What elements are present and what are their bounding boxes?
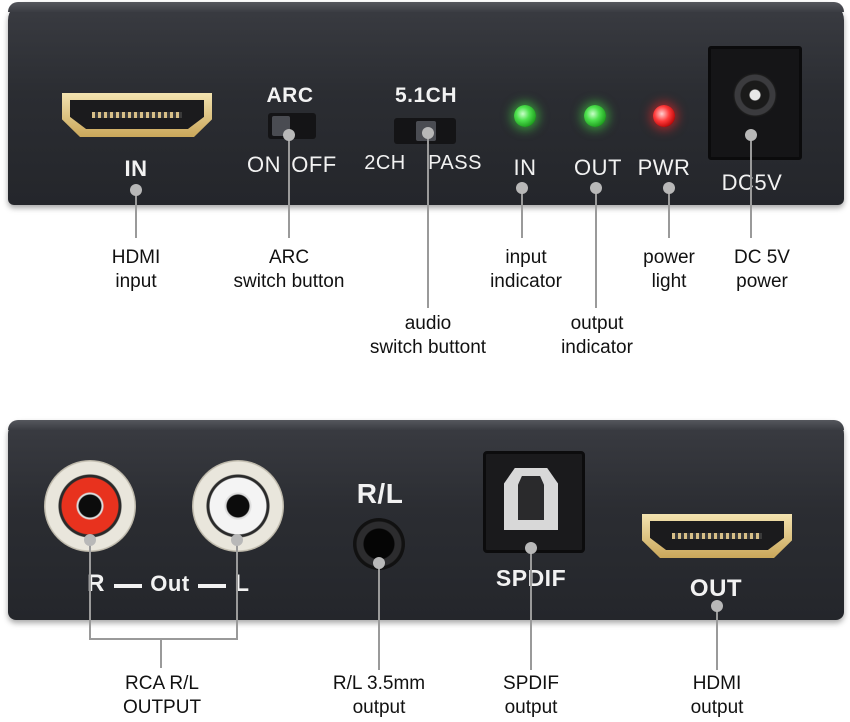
rl-callout-line bbox=[378, 563, 380, 670]
rca-l-callout-dot bbox=[231, 534, 243, 546]
hdmi-output-callout-dot bbox=[711, 600, 723, 612]
hdmi-input-pins bbox=[92, 112, 182, 118]
input-indicator-callout-line bbox=[521, 188, 523, 238]
rl-output-callout: R/L 3.5mm output bbox=[332, 673, 426, 718]
rca-output-callout: RCA R/L OUTPUT bbox=[122, 673, 202, 718]
output-indicator-led bbox=[584, 105, 606, 127]
dc-power-callout: DC 5V power bbox=[734, 247, 790, 292]
hdmi-input-port[interactable] bbox=[62, 93, 212, 137]
arc-callout-line bbox=[288, 135, 290, 238]
input-indicator-led bbox=[514, 105, 536, 127]
hdmi-output-port[interactable] bbox=[642, 514, 792, 558]
spdif-port-shape bbox=[504, 468, 558, 530]
dc-power-callout-line bbox=[750, 135, 752, 238]
spdif-callout-line bbox=[530, 548, 532, 670]
power-light-callout: power light bbox=[643, 247, 695, 292]
rca-l-label: L bbox=[234, 570, 250, 597]
led-pwr-label: PWR bbox=[637, 155, 691, 180]
spdif-output-callout: SPDIF output bbox=[503, 673, 559, 718]
hdmi-input-callout-line bbox=[135, 190, 137, 238]
input-indicator-callout: input indicator bbox=[490, 247, 562, 292]
hdmi-input-callout: HDMI input bbox=[111, 247, 161, 292]
arc-on-label: ON bbox=[247, 152, 281, 177]
power-indicator-led bbox=[653, 105, 675, 127]
audio-switch-callout: audio switch buttont bbox=[369, 313, 487, 358]
rca-r-label: R bbox=[87, 570, 105, 597]
hdmi-output-callout: HDMI output bbox=[690, 673, 744, 718]
hdmi-out-label: OUT bbox=[689, 575, 743, 602]
spdif-optical-port[interactable] bbox=[483, 451, 585, 553]
rl-label: R/L bbox=[356, 478, 404, 509]
power-light-callout-dot bbox=[663, 182, 675, 194]
rca-r-callout-dot bbox=[84, 534, 96, 546]
hdmi-input-port-cavity bbox=[70, 100, 204, 129]
dc-label: DC5V bbox=[721, 170, 783, 195]
rca-r-callout-line bbox=[89, 540, 91, 640]
arc-switch-callout: ARC switch button bbox=[233, 247, 345, 292]
rca-callout-stem bbox=[160, 638, 162, 668]
dc-power-jack[interactable] bbox=[708, 46, 802, 160]
hdmi-input-callout-dot bbox=[130, 184, 142, 196]
audio-callout-line bbox=[427, 133, 429, 308]
audio-callout-dot bbox=[422, 127, 434, 139]
input-indicator-callout-dot bbox=[516, 182, 528, 194]
rl-callout-dot bbox=[373, 557, 385, 569]
power-light-callout-line bbox=[668, 188, 670, 238]
rca-l-callout-line bbox=[236, 540, 238, 640]
rca-label-dash-right bbox=[198, 584, 226, 588]
rca-label-dash-left bbox=[114, 584, 142, 588]
audio-2ch-label: 2CH bbox=[364, 152, 406, 174]
rca-callout-bracket bbox=[89, 638, 238, 640]
audio-mode-label: 5.1CH bbox=[394, 84, 458, 107]
led-in-label: IN bbox=[513, 155, 537, 180]
dc-power-callout-dot bbox=[745, 129, 757, 141]
led-out-label: OUT bbox=[574, 155, 622, 180]
hdmi-in-label: IN bbox=[124, 156, 148, 181]
output-indicator-callout-line bbox=[595, 188, 597, 308]
spdif-callout-dot bbox=[525, 542, 537, 554]
dc-jack-socket bbox=[733, 73, 777, 117]
arc-off-label: OFF bbox=[291, 152, 337, 177]
output-indicator-callout-dot bbox=[590, 182, 602, 194]
audio-pass-label: PASS bbox=[428, 152, 482, 174]
output-indicator-callout: output indicator bbox=[561, 313, 633, 358]
hdmi-output-pins bbox=[672, 533, 762, 539]
hdmi-output-callout-line bbox=[716, 606, 718, 670]
arc-label: ARC bbox=[266, 84, 314, 107]
rca-out-label: Out bbox=[150, 571, 190, 596]
arc-callout-dot bbox=[283, 129, 295, 141]
hdmi-output-port-cavity bbox=[650, 521, 784, 550]
